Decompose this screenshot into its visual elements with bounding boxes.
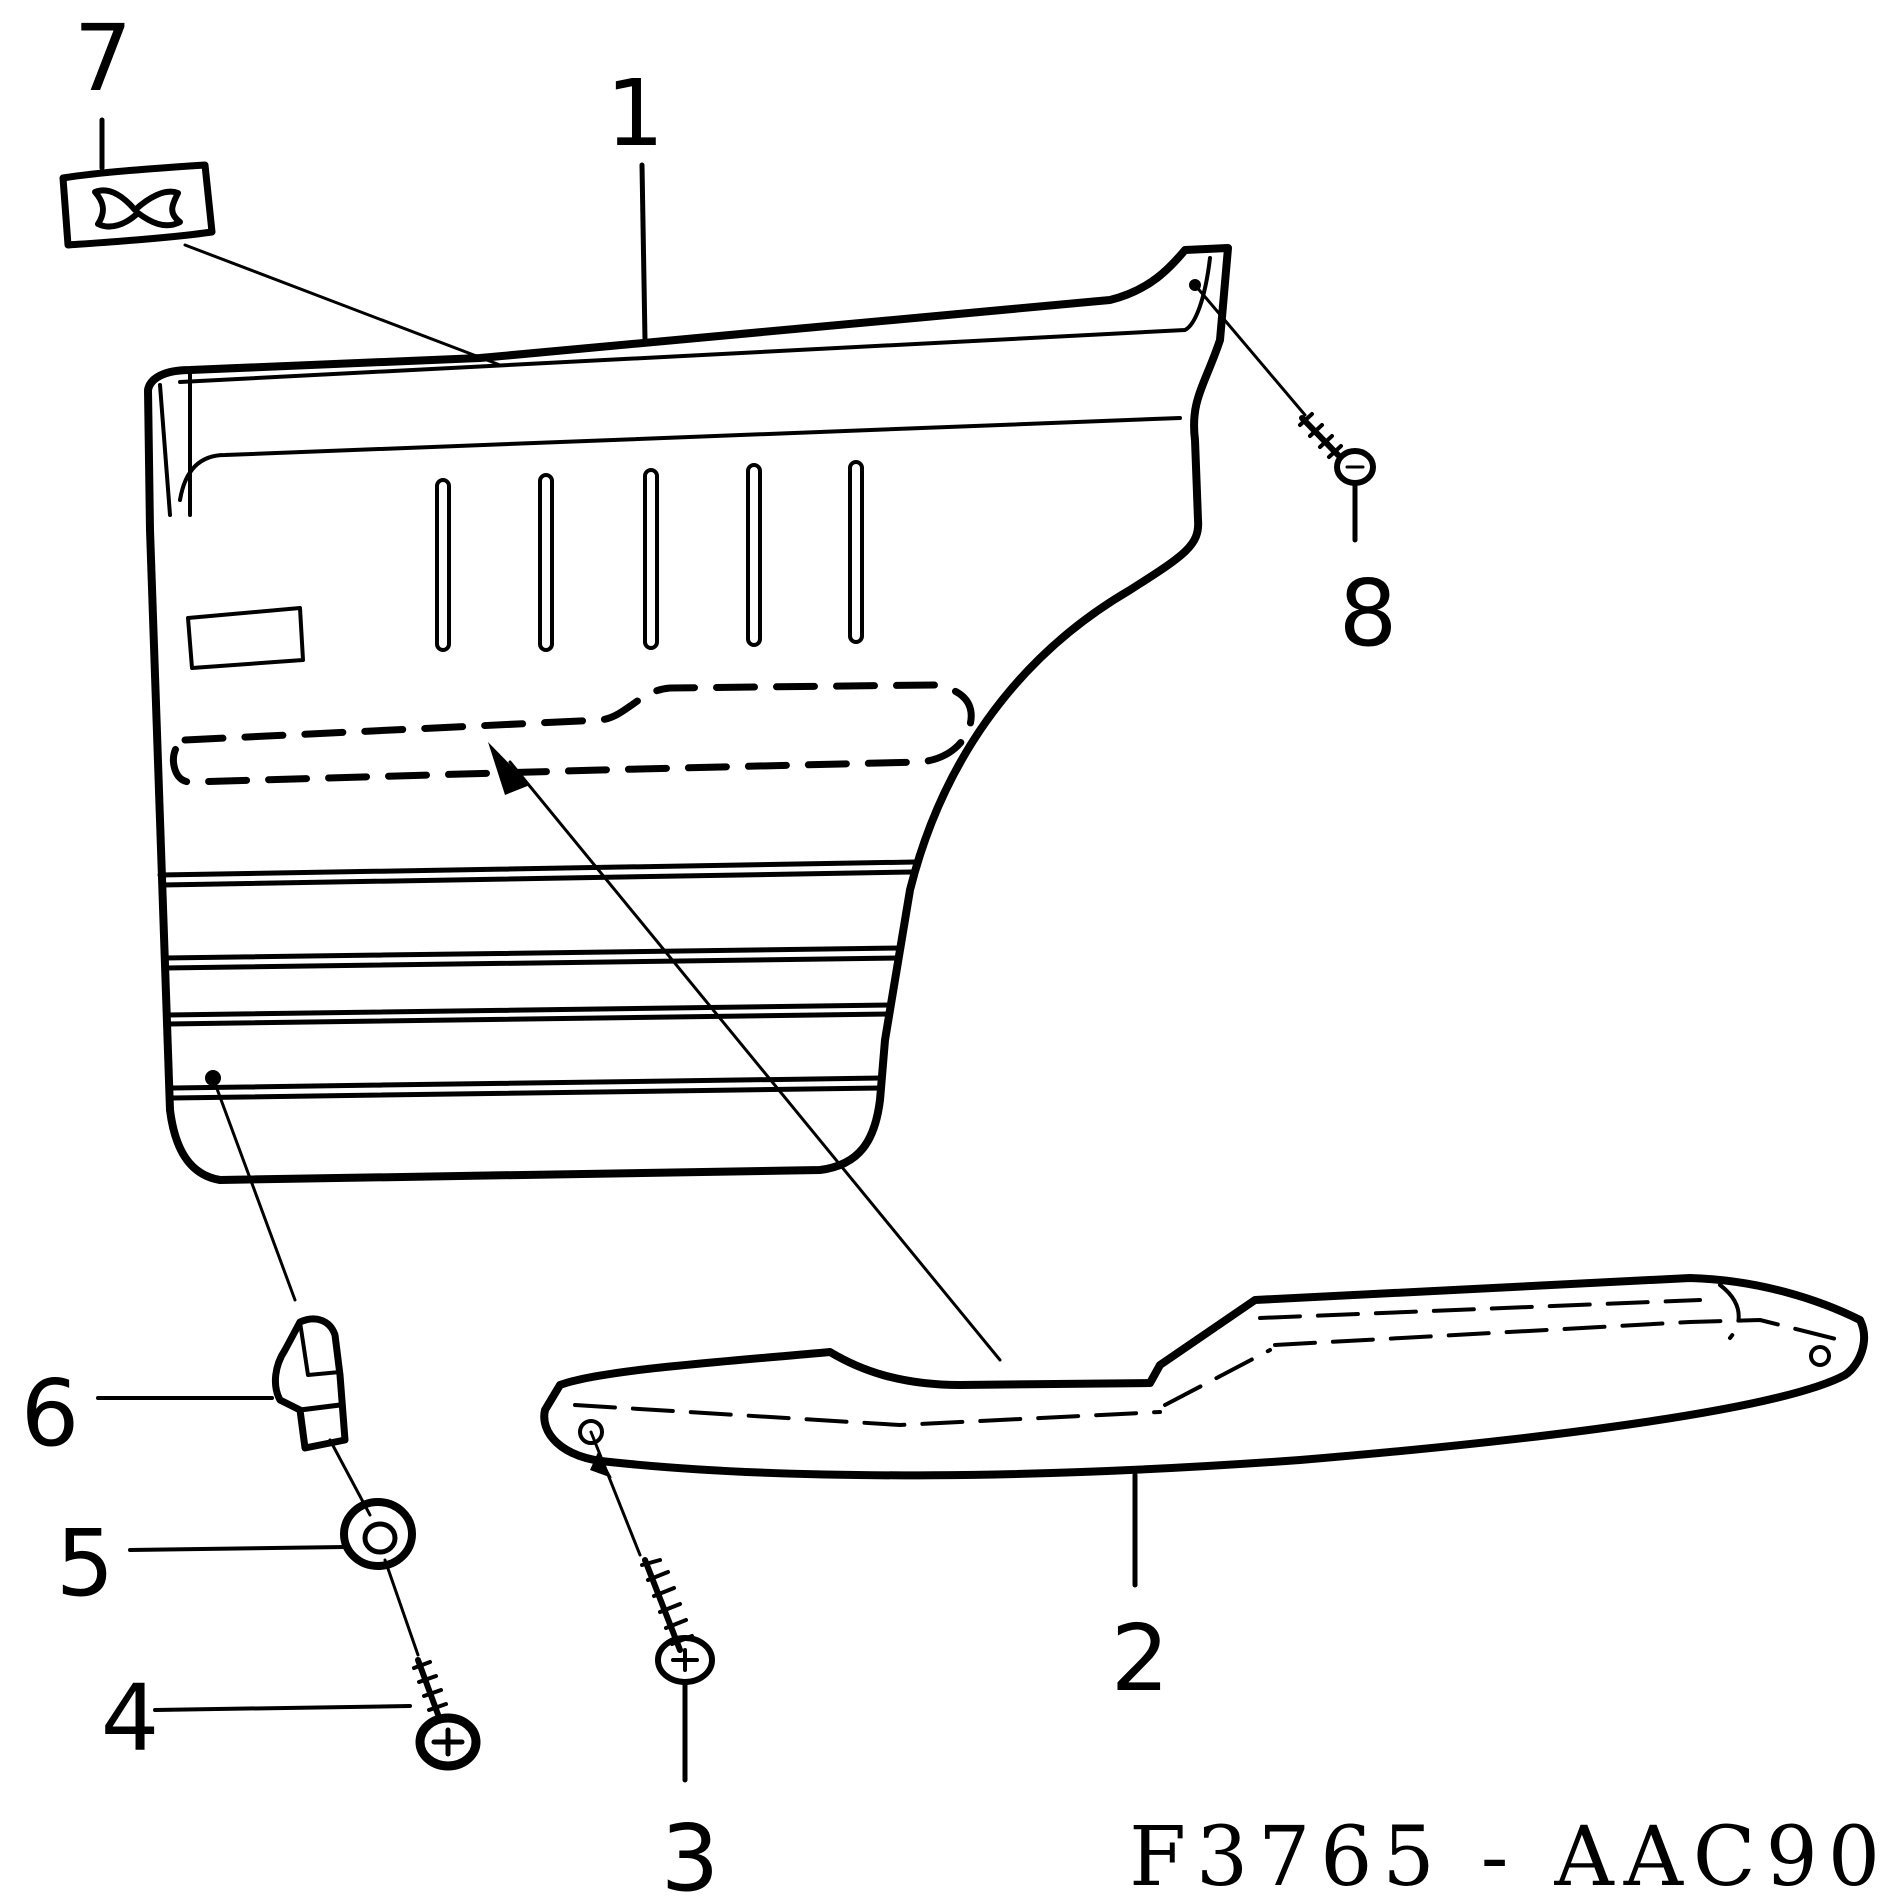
figure-code: F3765 - AAC90: [1129, 1810, 1890, 1900]
trim-screw: [1298, 412, 1376, 486]
vent-slots: [435, 460, 864, 652]
fastener-tab: [59, 161, 216, 249]
panel-screw: [412, 1657, 481, 1771]
armrest: [540, 1274, 1868, 1480]
callout-4: 4: [101, 1665, 160, 1772]
washer: [340, 1498, 416, 1570]
callout-8: 8: [1339, 560, 1398, 667]
leader-lines: [96, 117, 1358, 1783]
door-trim-panel: [144, 244, 1232, 1184]
panel-recess: [186, 606, 305, 670]
armrest-position-outline: [170, 681, 975, 786]
callout-6: 6: [21, 1360, 80, 1467]
armrest-screw: [640, 1557, 715, 1685]
retaining-clip: [271, 1315, 349, 1452]
callout-2: 2: [1111, 1605, 1170, 1712]
callout-7: 7: [74, 5, 133, 112]
callout-3: 3: [661, 1805, 720, 1900]
callout-1: 1: [606, 60, 665, 167]
callout-5: 5: [56, 1510, 115, 1617]
